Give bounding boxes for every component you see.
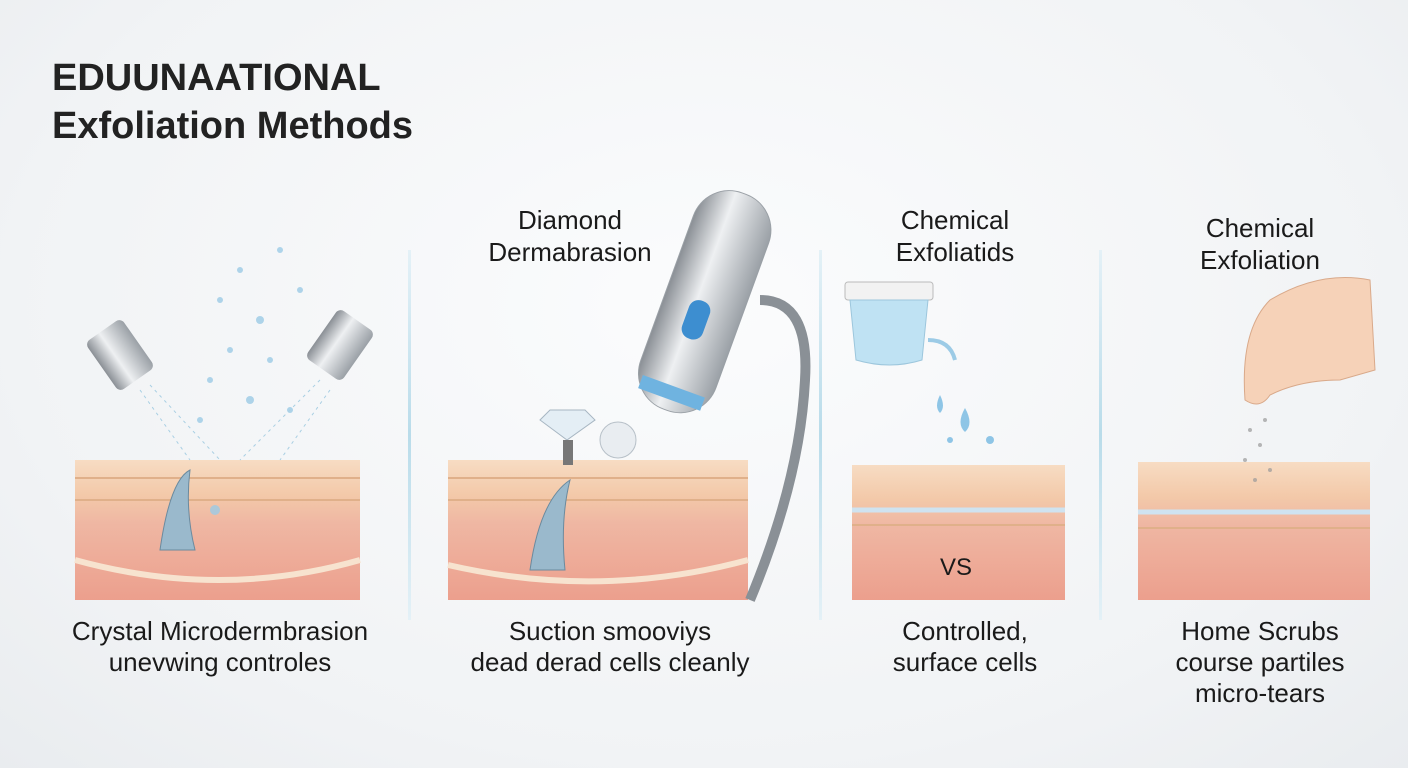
caption-home-scrubs: Home Scrubs course partiles micro-tears [1150, 616, 1370, 709]
heading-chemical-exfoliatids: Chemical Exfoliatids [860, 204, 1050, 268]
caption-line: unevwing controles [108, 647, 332, 677]
jar-icon [849, 299, 929, 366]
caption-line: dead derad cells cleanly [470, 647, 750, 677]
caption-line: surface cells [892, 647, 1038, 677]
heading-line: Chemical [900, 205, 1010, 235]
caption-line: Crystal Microdermbrasion [71, 616, 369, 646]
diamond-icon [539, 409, 596, 441]
title-line-1: EDUUNAATIONAL [52, 57, 381, 99]
page-title: EDUUNAATIONAL Exfoliation Methods [52, 54, 413, 150]
heading-diamond-dermabrasion: Diamond Dermabrasion [480, 204, 660, 268]
heading-line: Dermabrasion [488, 237, 652, 267]
caption-line: Home Scrubs [1181, 616, 1339, 646]
chemical-exfoliation-illustration [844, 281, 1065, 600]
caption-line: Suction smooviys [508, 616, 712, 646]
caption-line: micro-tears [1194, 678, 1325, 708]
divider [408, 250, 411, 620]
heading-chemical-exfoliation: Chemical Exfoliation [1170, 212, 1350, 276]
heading-line: Chemical [1205, 213, 1315, 243]
heading-line: Exfoliation [1200, 245, 1320, 275]
caption-chemical: Controlled, surface cells [860, 616, 1070, 678]
caption-diamond-dermabrasion: Suction smooviys dead derad cells cleanl… [450, 616, 770, 678]
hand-icon [1243, 277, 1376, 405]
diamond-dermabrasion-illustration [447, 190, 811, 602]
title-line-2: Exfoliation Methods [52, 105, 413, 147]
divider [819, 250, 822, 620]
crystal-microdermabrasion-illustration [74, 247, 373, 600]
dermabrasion-wand-icon [637, 190, 772, 414]
caption-line: course partiles [1175, 647, 1345, 677]
vs-label: VS [940, 554, 973, 581]
divider [1099, 250, 1102, 620]
caption-line: Controlled, [902, 616, 1028, 646]
home-scrub-illustration [1138, 277, 1376, 600]
caption-crystal-microdermabrasion: Crystal Microdermbrasion unevwing contro… [40, 616, 400, 678]
heading-line: Diamond [517, 205, 623, 235]
heading-line: Exfoliatids [895, 237, 1015, 267]
